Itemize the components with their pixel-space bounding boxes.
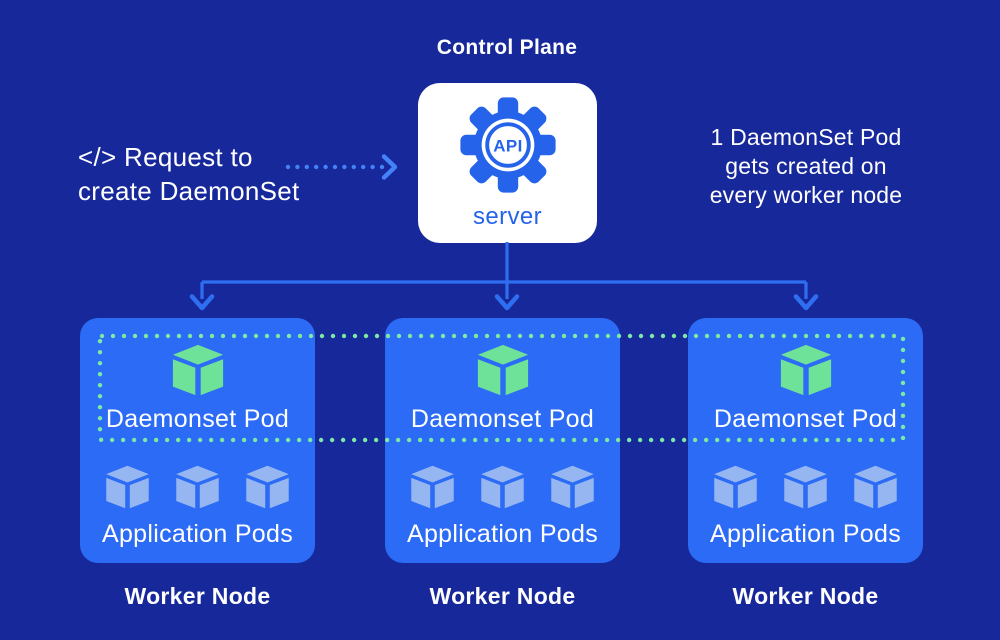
worker-node-3: Daemonset Pod Application Pods Worker No… [688, 318, 923, 610]
worker-node-card: Daemonset Pod Application Pods [385, 318, 620, 563]
api-server-label: server [472, 203, 543, 230]
application-cube-icon [246, 465, 289, 509]
application-cube-icon [176, 465, 219, 509]
worker-node-card: Daemonset Pod Application Pods [688, 318, 923, 563]
request-dotted-arrow-icon [285, 154, 398, 180]
api-gear-icon: API [459, 97, 556, 193]
daemonset-cube-icon [780, 344, 831, 396]
application-cube-icon [481, 465, 524, 509]
application-cubes-row [408, 465, 597, 509]
application-cube-icon [714, 465, 757, 509]
request-note-line2: create DaemonSet [78, 176, 300, 206]
result-note-line3: every worker node [709, 182, 903, 208]
worker-node-card: Daemonset Pod Application Pods [80, 318, 315, 563]
result-note-line1: 1 DaemonSet Pod [710, 124, 902, 150]
worker-node-label: Worker Node [124, 583, 271, 609]
daemonset-pod-label: Daemonset Pod [410, 405, 595, 433]
result-note: 1 DaemonSet Pod gets created on every wo… [695, 123, 917, 210]
worker-node-2: Daemonset Pod Application Pods Worker No… [385, 318, 620, 610]
api-badge: API [493, 136, 523, 155]
application-cube-icon [784, 465, 827, 509]
application-cubes-row [711, 465, 900, 509]
application-pods-label: Application Pods [709, 520, 902, 548]
daemonset-pod-label: Daemonset Pod [105, 405, 290, 433]
application-cubes-row [103, 465, 292, 509]
application-pods-label: Application Pods [406, 520, 599, 548]
branch-arrows-icon [189, 242, 819, 311]
request-note-line1: </> Request to [78, 142, 253, 172]
daemonset-pod-label: Daemonset Pod [713, 405, 898, 433]
daemonset-cube-icon [172, 344, 223, 396]
worker-node-label: Worker Node [429, 583, 576, 609]
control-plane-title: Control Plane [436, 36, 578, 59]
application-pods-label: Application Pods [101, 520, 294, 548]
api-server-card: API server [418, 83, 597, 243]
application-cube-icon [854, 465, 897, 509]
worker-node-label: Worker Node [732, 583, 879, 609]
worker-node-1: Daemonset Pod Application Pods Worker No… [80, 318, 315, 610]
daemonset-cube-icon [477, 344, 528, 396]
application-cube-icon [411, 465, 454, 509]
result-note-line2: gets created on [725, 153, 887, 179]
application-cube-icon [551, 465, 594, 509]
application-cube-icon [106, 465, 149, 509]
request-note: </> Request to create DaemonSet [78, 140, 300, 208]
